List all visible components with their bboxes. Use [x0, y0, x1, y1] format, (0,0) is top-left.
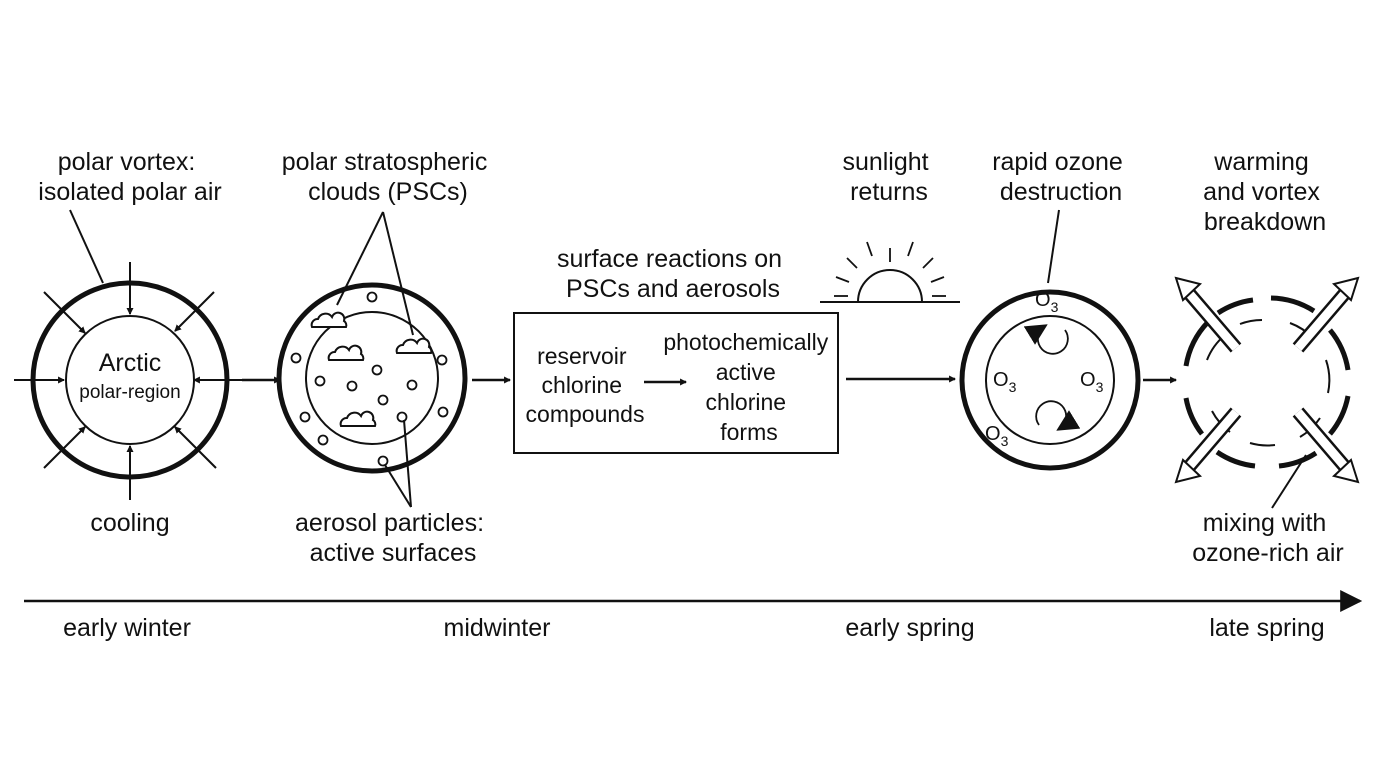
arrow-in-se	[174, 426, 217, 469]
mixing-pointer-line	[1271, 454, 1307, 509]
reservoir-chlorine-text: reservoir chlorine compounds	[526, 343, 645, 427]
aerosol-particle-icon	[377, 394, 389, 406]
psc-label: polar stratospheric clouds (PSCs)	[282, 148, 495, 206]
arctic-title: Arctic	[99, 349, 162, 377]
psc-cloud-icon	[327, 344, 365, 361]
vortex-breakdown-label: warming and vortex breakdown	[1203, 148, 1327, 236]
aerosol-particle-icon	[371, 364, 383, 376]
timeline-label-early-winter: early winter	[63, 614, 191, 642]
ozone-molecule-bottom: O3	[985, 423, 1009, 449]
broken-ring-segment	[1215, 449, 1256, 469]
aerosol-particle-icon	[299, 411, 311, 423]
broken-ring-segment	[1249, 442, 1276, 447]
psc-cloud-icon	[339, 410, 377, 427]
timeline-label-early-spring: early spring	[845, 614, 974, 642]
cycle-arrow-icon	[1023, 324, 1069, 355]
aerosol-particle-icon	[346, 380, 358, 392]
arrow-in-nw	[43, 291, 86, 334]
aerosol-particle-icon	[317, 434, 329, 446]
sunlight-label: sunlight returns	[842, 148, 935, 206]
aerosol-label: aerosol particles: active surfaces	[295, 509, 491, 567]
spring-inner-circle	[985, 315, 1115, 445]
vortex-pointer-line	[69, 209, 104, 284]
inward-cooling-arrows	[14, 262, 242, 500]
sunlight-group: sunlight returns	[820, 148, 960, 303]
aerosol-particle-icon	[366, 291, 378, 303]
psc-cloud-icon	[310, 311, 348, 328]
aerosol-particle-icon	[396, 411, 408, 423]
psc-cloud-icon	[395, 337, 433, 354]
aerosol-particle-icon	[290, 352, 302, 364]
timeline-label-late-spring: late spring	[1209, 614, 1324, 642]
broken-ring-segment	[1183, 320, 1210, 367]
mixing-label: mixing with ozone-rich air	[1192, 509, 1343, 567]
ozone-molecule-left: O3	[993, 369, 1017, 395]
ozone-destruction-label: rapid ozone destruction	[992, 148, 1130, 206]
aerosol-particle-icon	[406, 379, 418, 391]
broken-ring-segment	[1325, 359, 1331, 394]
broken-ring-segment	[1239, 318, 1263, 325]
cycle-arrows	[1023, 324, 1081, 431]
midwinter-inner-circle	[305, 311, 439, 445]
active-chlorine-text: photochemically active chlorine forms	[663, 329, 834, 445]
arrow-in-ne	[174, 291, 215, 332]
cycle-arrow-icon	[1035, 400, 1081, 431]
broken-ring-segment	[1183, 397, 1205, 436]
midwinter-outer-ring	[276, 282, 468, 474]
polar-vortex-label: polar vortex: isolated polar air	[38, 148, 221, 206]
timeline-label-midwinter: midwinter	[444, 614, 551, 642]
ozone-molecules: O3 O3 O3 O3	[985, 289, 1104, 449]
aerosol-particle-icon	[436, 354, 448, 366]
stage-late-spring: warming and vortex breakdown	[1174, 148, 1360, 567]
polar-region-subtitle: polar-region	[79, 382, 180, 403]
stage-midwinter: polar stratospheric clouds (PSCs)	[276, 148, 495, 567]
aerosol-particle-icon	[437, 406, 449, 418]
broken-ring-segment	[1270, 295, 1316, 314]
sun-icon	[820, 241, 960, 303]
broken-ring-segment	[1216, 297, 1254, 316]
stage-early-winter: polar vortex: isolated polar air Arctic …	[14, 148, 242, 537]
aerosol-pointer-line-2	[384, 464, 412, 508]
aerosol-pointer-line-1	[403, 419, 412, 508]
aerosol-particles	[290, 291, 449, 467]
psc-pointer-line-2	[382, 211, 414, 336]
broken-ring-segment	[1278, 450, 1318, 469]
aerosol-particle-icon	[377, 455, 389, 467]
ozone-destruction-pointer	[1047, 209, 1060, 284]
stage-early-spring: rapid ozone destruction O3 O3 O3 O3	[959, 148, 1141, 471]
outward-mixing-arrows	[1174, 276, 1360, 484]
aerosol-particle-icon	[314, 375, 326, 387]
polar-region-circle	[65, 315, 195, 445]
ozone-molecule-right: O3	[1080, 369, 1104, 395]
timeline: early winter midwinter early spring late…	[24, 590, 1363, 642]
spring-outer-ring	[959, 289, 1141, 471]
arrow-in-sw	[43, 426, 86, 469]
cooling-label: cooling	[90, 509, 169, 537]
surface-reactions-label: surface reactions on PSCs and aerosols	[557, 245, 789, 303]
ozone-molecule-top: O3	[1035, 289, 1059, 315]
reactions-box	[513, 312, 839, 454]
broken-ring-segment	[1328, 328, 1351, 371]
stage-reactions: surface reactions on PSCs and aerosols r…	[513, 245, 839, 454]
broken-ring-segment	[1328, 395, 1351, 436]
